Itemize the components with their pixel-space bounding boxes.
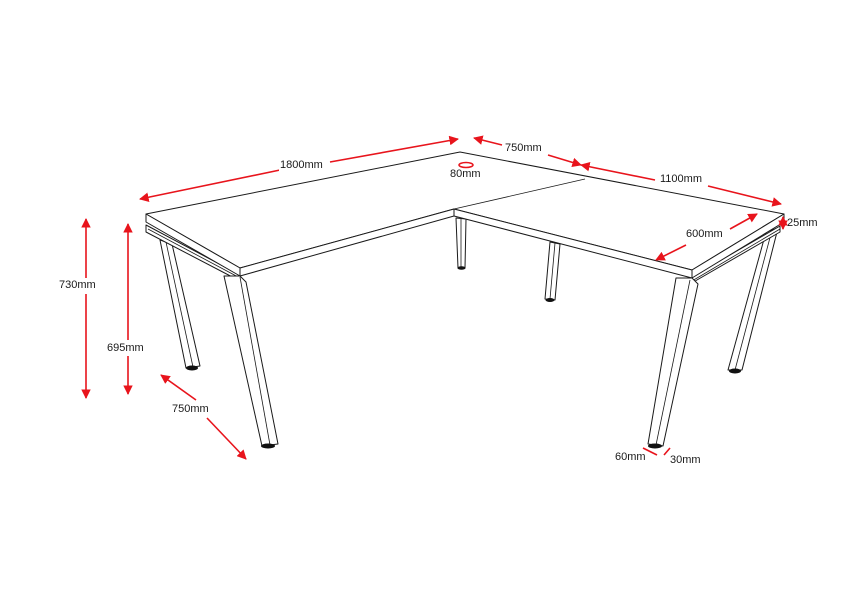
desk-top (145, 151, 785, 279)
dim-arrow-leg-width (642, 447, 658, 456)
dim-arrow-return-depth (655, 244, 687, 261)
label-leg-width: 60mm (615, 451, 646, 463)
leg-front-right (647, 277, 699, 449)
leg-inner-corner (455, 217, 467, 270)
front-legs (223, 275, 699, 449)
leg-return-middle (544, 241, 561, 302)
label-overall-height: 730mm (58, 279, 97, 291)
label-grommet: 80mm (450, 168, 481, 180)
label-leg-depth: 30mm (670, 454, 701, 466)
dimension-arrows (81, 135, 788, 460)
label-top-thickness: 25mm (787, 217, 818, 229)
label-frame-height: 695mm (106, 342, 145, 354)
leg-front-left (223, 275, 279, 449)
dim-arrow-leg-depth (663, 447, 671, 456)
grommet (458, 161, 474, 169)
leg-back-left (159, 239, 201, 371)
dim-arrow-main-length (139, 169, 281, 202)
dim-arrow-return-length (580, 162, 656, 181)
frame-rails (145, 224, 781, 285)
label-return-depth: 600mm (685, 228, 724, 240)
label-return-top-depth: 750mm (504, 142, 543, 154)
label-main-length: 1800mm (279, 159, 324, 171)
dim-arrow-main-depth (160, 374, 197, 401)
back-legs (159, 217, 779, 374)
label-return-length: 1100mm (659, 173, 703, 185)
dim-arrow-return-top-depth (473, 135, 503, 146)
label-main-depth: 750mm (171, 403, 210, 415)
